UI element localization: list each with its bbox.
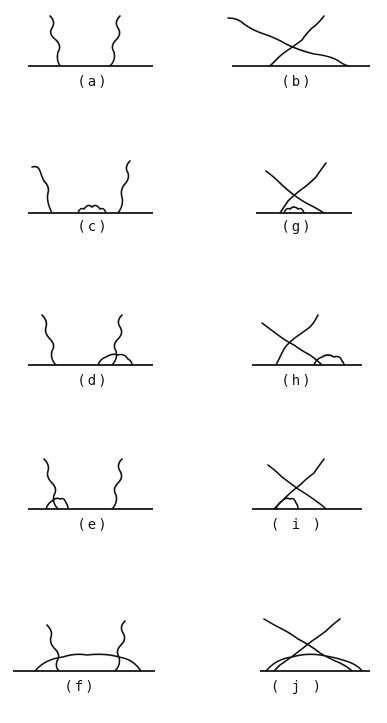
- diagram-g-graphic: [256, 162, 352, 214]
- diagram-f-graphic: [13, 620, 155, 672]
- diagram-j-graphic: [260, 618, 370, 672]
- vertex-loop: [45, 497, 69, 510]
- photon-line-crossing-2: [269, 15, 325, 67]
- photon-line-crossing-2: [273, 618, 341, 672]
- photon-line-right: [111, 314, 123, 366]
- large-loop-arc: [34, 653, 142, 672]
- panel-label-g: (g): [281, 219, 313, 235]
- panel-label-f: (f): [64, 679, 96, 695]
- photon-line-left: [49, 15, 61, 67]
- diagram-panel-i: ( i ): [222, 455, 372, 555]
- photon-line-right: [117, 160, 131, 214]
- self-energy-loop: [77, 204, 107, 214]
- large-loop-arc: [265, 653, 363, 672]
- vertex-loop: [313, 354, 345, 366]
- vertex-loop: [97, 353, 133, 366]
- self-energy-loop: [283, 206, 305, 214]
- diagram-b-graphic: [227, 15, 370, 67]
- photon-line-right: [114, 620, 126, 672]
- vertex-loop: [275, 497, 299, 510]
- diagram-panel-a: (a): [18, 12, 168, 112]
- diagram-h-graphic: [252, 314, 362, 366]
- diagram-panel-e: (e): [18, 455, 168, 555]
- photon-line-crossing-1: [263, 618, 353, 672]
- diagram-panel-f: (f): [5, 617, 155, 717]
- photon-line-left: [41, 314, 57, 366]
- photon-line-crossing-1: [267, 464, 327, 510]
- panel-label-b: (b): [281, 74, 313, 90]
- photon-line-right: [109, 15, 121, 67]
- diagram-i-graphic: [252, 458, 362, 510]
- diagram-panel-b: (b): [222, 12, 372, 112]
- diagram-a-graphic: [28, 15, 153, 67]
- panel-label-h: (h): [281, 373, 313, 389]
- panel-label-d: (d): [77, 373, 109, 389]
- panel-label-a: (a): [77, 74, 109, 90]
- photon-line-right: [111, 458, 123, 510]
- photon-line-left: [31, 165, 53, 214]
- photon-line-crossing-1: [227, 17, 351, 67]
- panel-label-e: (e): [77, 517, 109, 533]
- panel-label-j: ( j ): [270, 679, 324, 695]
- diagram-panel-g: (g): [222, 157, 372, 257]
- diagram-e-graphic: [28, 458, 153, 510]
- diagram-c-graphic: [28, 160, 153, 214]
- panel-label-c: (c): [77, 219, 109, 235]
- diagram-panel-j: ( j ): [222, 617, 372, 717]
- diagram-panel-c: (c): [18, 157, 168, 257]
- diagram-panel-h: (h): [222, 311, 372, 411]
- photon-line-crossing-1: [261, 322, 323, 366]
- photon-line-left: [46, 624, 60, 672]
- diagram-d-graphic: [28, 314, 153, 366]
- photon-line-crossing-2: [279, 162, 327, 214]
- panel-label-i: ( i ): [270, 517, 324, 533]
- photon-line-crossing-2: [275, 314, 319, 366]
- diagram-panel-d: (d): [18, 311, 168, 411]
